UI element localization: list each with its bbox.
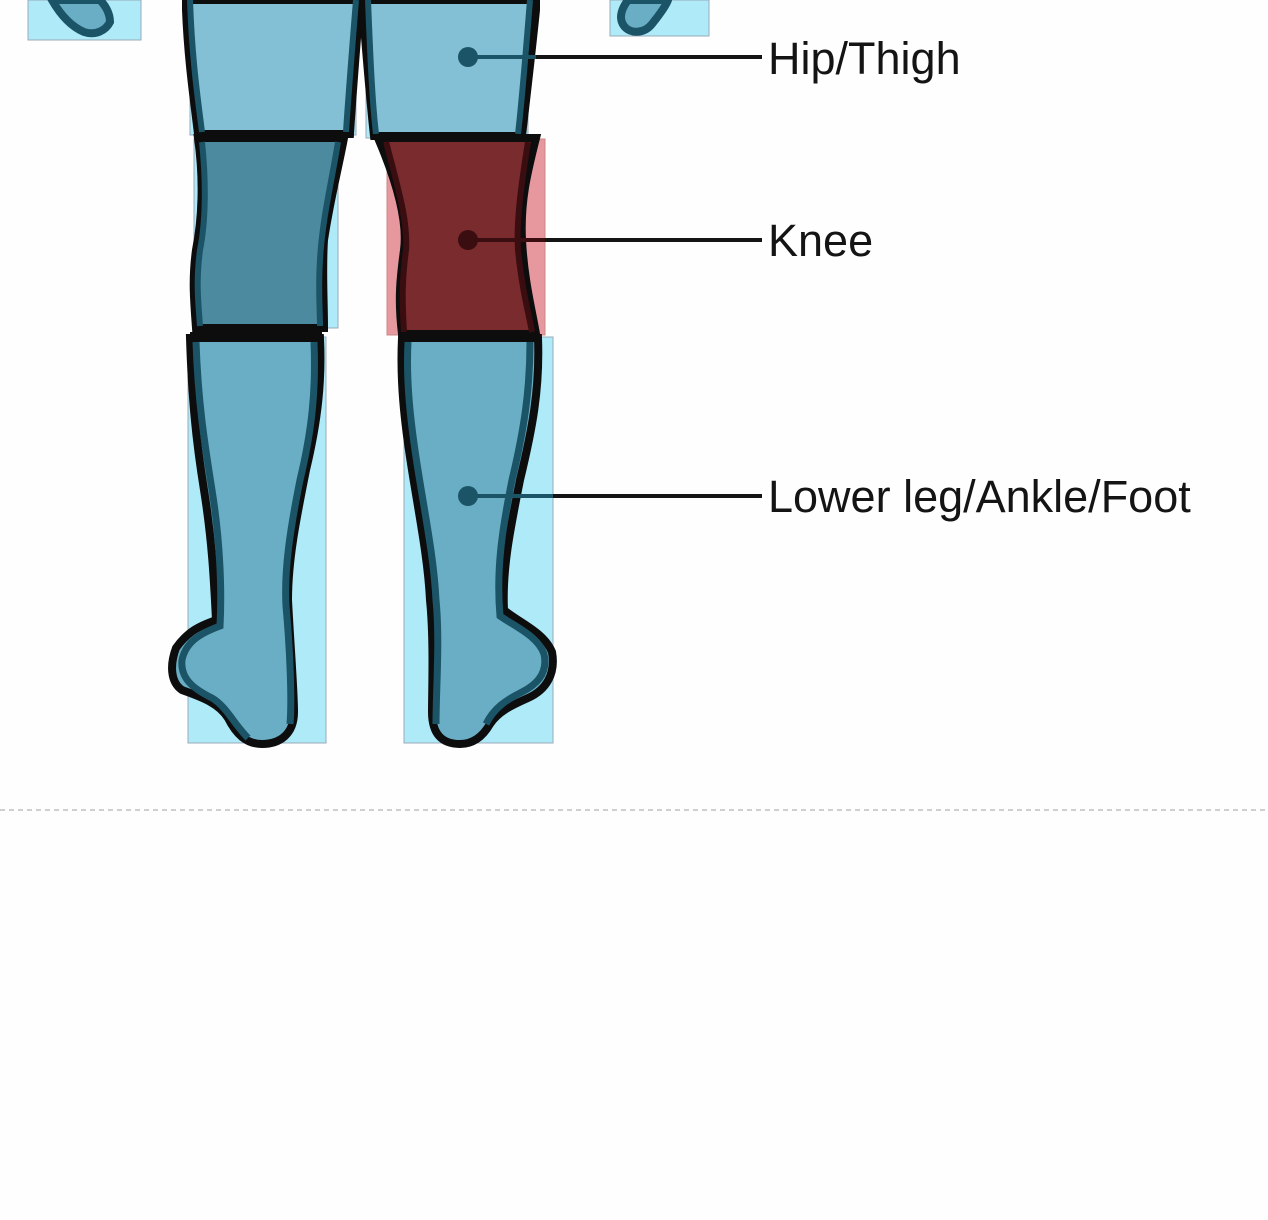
right-hand-region[interactable] bbox=[610, 0, 709, 36]
hip-thigh-label[interactable]: Hip/Thigh bbox=[768, 33, 961, 84]
lower-leg-label[interactable]: Lower leg/Ankle/Foot bbox=[768, 471, 1191, 522]
knee-label[interactable]: Knee bbox=[768, 215, 873, 266]
lower-leg-region[interactable] bbox=[172, 336, 553, 744]
right-thigh-shape bbox=[362, 0, 536, 136]
left-thigh-shape bbox=[186, 0, 360, 134]
left-knee-region[interactable] bbox=[194, 138, 344, 328]
callout-lower-leg: Lower leg/Ankle/Foot bbox=[458, 471, 1191, 522]
thigh-region[interactable] bbox=[186, 0, 536, 138]
left-hand-region[interactable] bbox=[28, 0, 141, 40]
